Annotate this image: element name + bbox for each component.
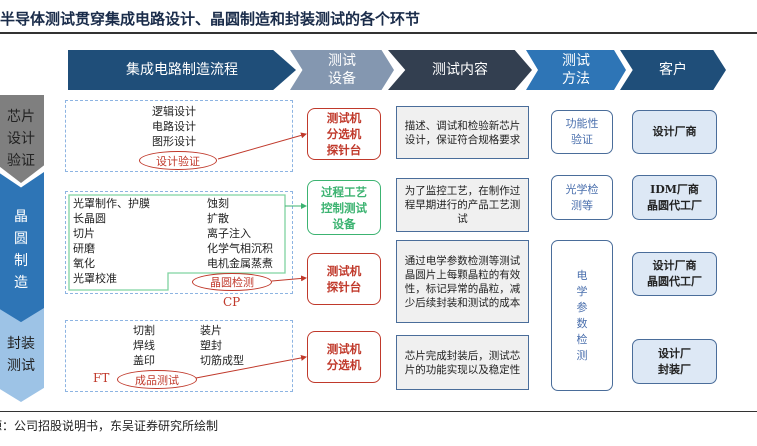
top-rule (0, 32, 757, 34)
figure-title: 半导体测试贯穿集成电路设计、晶圆制造和封装测试的各个环节 (0, 10, 421, 28)
design-verify-oval: 设计验证 (139, 151, 217, 170)
wafer-right-items: 蚀刻 扩散 离子注入 化学气相沉积 电机金属蒸煮 (207, 197, 273, 270)
wafer-left-items: 光罩制作、护膜 长晶圆 切片 研磨 氧化 光罩校准 (73, 197, 150, 285)
content-design: 描述、调试和检验新芯片设计，保证符合规格要求 (396, 106, 529, 159)
customer-design: 设计厂商 (632, 110, 717, 154)
equipment-wafer: 测试机 探针台 (307, 253, 381, 305)
equipment-package: 测试机 分选机 (307, 331, 381, 383)
source-note: 源：公司招股说明书，东吴证券研究所绘制 (0, 419, 219, 433)
stage-package: 封装 测试 (0, 308, 44, 402)
header-process: 集成电路制造流程 (68, 50, 296, 90)
package-left-items: 切割 焊线 盖印 (133, 324, 155, 367)
design-box (65, 100, 293, 172)
method-functional: 功能性 验证 (551, 110, 613, 154)
content-wafer: 通过电学参数检测等测试晶圆片上每颗晶粒的有效性，标记异常的晶粒，减少后续封装和测… (396, 240, 529, 323)
customer-process: IDM厂商 晶圆代工厂 (632, 175, 717, 220)
package-box (65, 320, 293, 392)
cp-label: CP (223, 295, 241, 309)
method-optical: 光学检 测等 (551, 175, 613, 220)
final-test-oval: 成品测试 (117, 370, 197, 389)
wafer-box (65, 191, 293, 294)
header-customer: 客户 (620, 50, 726, 90)
stage-design: 芯片 设计 验证 (0, 95, 44, 183)
customer-package: 设计厂 封装厂 (632, 339, 717, 384)
bottom-rule (0, 411, 757, 412)
package-right-items: 装片 塑封 切筋成型 (200, 324, 244, 367)
customer-wafer: 设计厂商 晶圆代工厂 (632, 252, 717, 296)
method-electrical: 电 学 参 数 检 测 (551, 240, 613, 391)
header-method: 测试 方法 (526, 50, 626, 90)
design-items: 逻辑设计 电路设计 图形设计 (152, 105, 196, 148)
content-package: 芯片完成封装后，测试芯片的功能实现以及稳定性 (396, 335, 529, 390)
wafer-test-oval: 晶圆检测 (192, 273, 272, 291)
content-process: 为了监控工艺，在制作过程早期进行的产品工艺测试 (396, 178, 529, 232)
header-content: 测试内容 (388, 50, 532, 90)
equipment-process: 过程工艺 控制测试 设备 (307, 180, 381, 235)
equipment-design: 测试机 分选机 探针台 (307, 108, 381, 160)
header-equipment: 测试 设备 (290, 50, 394, 90)
stage-wafer: 晶 圆 制 造 (0, 172, 44, 327)
ft-label: FT (93, 371, 110, 385)
